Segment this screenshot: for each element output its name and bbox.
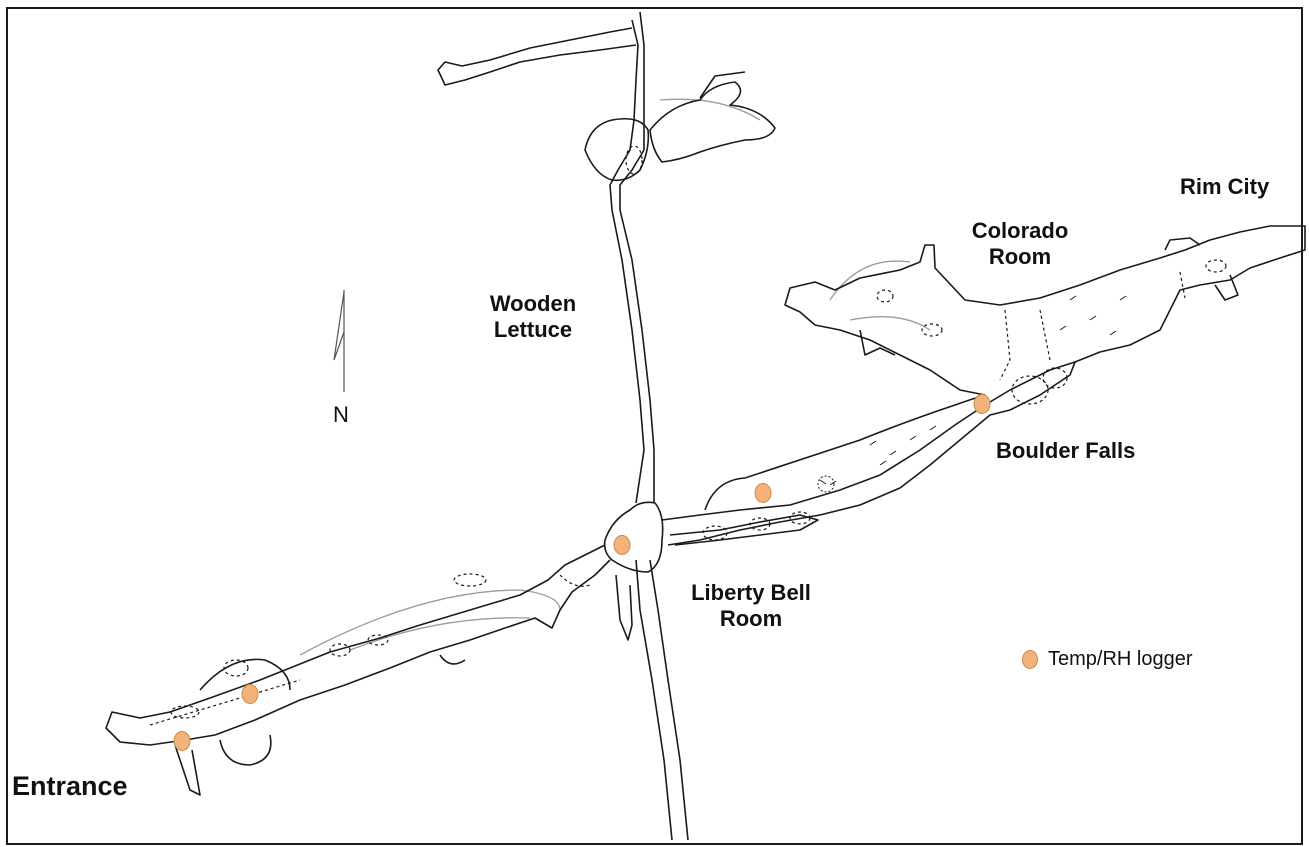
colorado-room (784, 225, 1306, 396)
logger-swatch-icon (1022, 650, 1038, 669)
northwest-branch (437, 27, 637, 86)
logger-marker (973, 394, 991, 414)
loggers (173, 394, 991, 751)
upper-chamber (584, 117, 650, 182)
label-entrance: Entrance (12, 771, 128, 801)
logger-marker (241, 684, 259, 704)
north-passage (609, 19, 645, 504)
legend-label: Temp/RH logger (1048, 648, 1193, 670)
liberty-bell-room (603, 501, 664, 573)
logger-marker (754, 483, 772, 503)
entrance-trunk (105, 544, 611, 746)
floor-detail (817, 295, 1127, 493)
label-boulder-falls: Boulder Falls (996, 438, 1136, 463)
logger-marker (173, 731, 191, 751)
east-passage (661, 361, 1076, 546)
south-passage (635, 559, 673, 841)
logger-marker (613, 535, 631, 555)
label-colorado-room: Colorado Room (971, 218, 1069, 269)
label-wooden-lettuce: Wooden Lettuce (489, 291, 577, 342)
map-frame (6, 7, 1303, 845)
label-liberty-bell-room: Liberty Bell Room (691, 580, 811, 631)
cave-passages (105, 11, 1306, 841)
survey-lines (299, 98, 931, 656)
north-arrow-icon (333, 290, 345, 392)
breakdown-details (149, 145, 1227, 726)
legend: Temp/RH logger (1022, 648, 1193, 671)
label-rim-city: Rim City (1180, 174, 1270, 199)
north-label: N (333, 402, 349, 427)
